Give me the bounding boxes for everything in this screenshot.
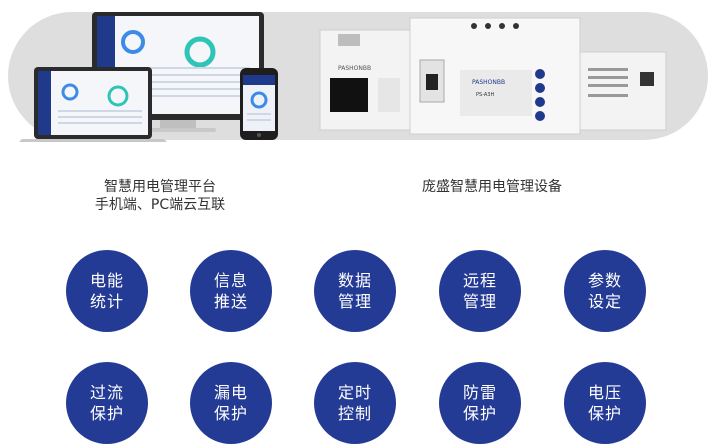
feature-timer-control: 定时 控制: [314, 362, 396, 444]
device-caption: 庞盛智慧用电管理设备: [392, 178, 592, 196]
feature-label-line2: 保护: [587, 404, 622, 423]
laptop-image: [19, 67, 167, 142]
feature-leakage-protection: 漏电 保护: [190, 362, 272, 444]
feature-label-line1: 电能: [89, 271, 124, 290]
feature-label-line1: 过流: [89, 383, 124, 402]
feature-lightning-protection: 防雷 保护: [439, 362, 521, 444]
feature-data-management: 数据 管理: [314, 250, 396, 332]
feature-label-line1: 电压: [587, 383, 622, 402]
svg-text:PASHONBB: PASHONBB: [338, 65, 371, 72]
smart-breaker-device-image: PASHONBB PASHONBB PS-A3H: [319, 17, 667, 135]
product-banner: PASHONBB PASHONBB PS-A3H: [8, 12, 708, 142]
feature-remote-management: 远程 管理: [439, 250, 521, 332]
feature-overcurrent-protection: 过流 保护: [66, 362, 148, 444]
platform-caption-line2: 手机端、PC端云互联: [94, 197, 226, 213]
feature-info-push: 信息 推送: [190, 250, 272, 332]
feature-label-line1: 漏电: [213, 383, 248, 402]
phone-image: [240, 68, 278, 140]
feature-label-line2: 保护: [462, 404, 497, 423]
svg-text:PASHONBB: PASHONBB: [472, 79, 505, 86]
feature-label-line2: 保护: [89, 404, 124, 423]
feature-label-line2: 控制: [337, 404, 372, 423]
feature-label-line2: 统计: [89, 292, 124, 311]
platform-caption-line1: 智慧用电管理平台: [104, 179, 216, 195]
feature-label-line2: 设定: [587, 292, 622, 311]
feature-parameter-setting: 参数 设定: [564, 250, 646, 332]
feature-label-line2: 管理: [462, 292, 497, 311]
feature-label-line1: 远程: [462, 271, 497, 290]
feature-label-line2: 管理: [337, 292, 372, 311]
feature-label-line2: 保护: [213, 404, 248, 423]
feature-label-line1: 数据: [337, 271, 372, 290]
device-caption-line1: 庞盛智慧用电管理设备: [422, 179, 562, 195]
svg-text:PS-A3H: PS-A3H: [476, 92, 494, 98]
feature-energy-statistics: 电能 统计: [66, 250, 148, 332]
desktop-monitor-image: [92, 12, 264, 132]
feature-label-line1: 防雷: [462, 383, 497, 402]
feature-voltage-protection: 电压 保护: [564, 362, 646, 444]
feature-label-line1: 信息: [213, 271, 248, 290]
feature-label-line1: 定时: [337, 383, 372, 402]
feature-label-line2: 推送: [213, 292, 248, 311]
platform-caption: 智慧用电管理平台 手机端、PC端云互联: [60, 178, 260, 214]
feature-label-line1: 参数: [587, 271, 622, 290]
